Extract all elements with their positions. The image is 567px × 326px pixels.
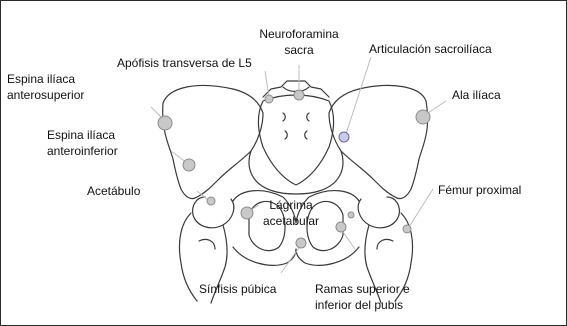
leader-articulacion [345, 57, 371, 137]
marker-espina-sup [158, 116, 172, 130]
leader-femur [409, 189, 433, 227]
label-ala: Ala ilíaca [452, 87, 501, 103]
label-ramas: Ramas superior e inferior del pubis [315, 281, 410, 313]
label-sinfisis: Sínfisis púbica [199, 281, 276, 297]
label-apofisis: Apófisis transversa de L5 [117, 55, 252, 71]
label-neuroforamina: Neuroforamina sacra [254, 26, 344, 58]
leader-sinfisis [281, 245, 301, 273]
marker-espina-inf [183, 159, 195, 171]
marker-apofisis [265, 95, 273, 103]
label-femur: Fémur proximal [438, 182, 521, 198]
sacrum-outline [259, 95, 334, 185]
sacral-foramina [283, 113, 309, 139]
marker-articulacion [339, 132, 349, 142]
marker-femur [403, 225, 411, 233]
right-acetabulum [358, 197, 399, 228]
marker-ramas [336, 222, 346, 232]
label-articulacion: Articulación sacroilíaca [369, 41, 492, 57]
left-ilium-outline [163, 85, 263, 198]
marker-acetabulo [207, 197, 215, 205]
pelvic-inlet [249, 151, 343, 194]
marker-ala [416, 110, 430, 124]
label-acetabulo: Acetábulo [87, 183, 140, 199]
marker-sinfisis [296, 238, 306, 248]
label-espina-inf: Espina ilíaca anteroinferior [47, 127, 118, 159]
label-espina-sup: Espina ilíaca anterosuperior [7, 71, 84, 103]
marker-ramas-2 [348, 212, 354, 218]
pelvis-outline [163, 81, 428, 303]
label-lagrima: Lágrima acetabular [249, 197, 333, 229]
marker-neuroforamina [294, 90, 304, 100]
